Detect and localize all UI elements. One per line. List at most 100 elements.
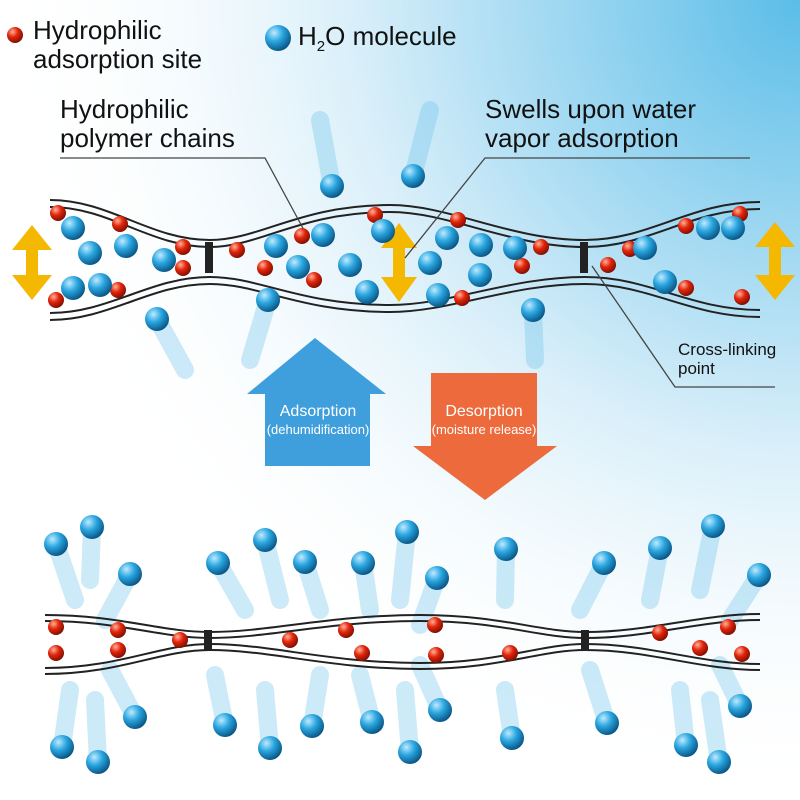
adsorption-site [50, 205, 66, 221]
adsorption-site [600, 257, 616, 273]
water-molecule [80, 515, 104, 539]
water-molecule [152, 248, 176, 272]
water-molecule [86, 750, 110, 774]
adsorption-site [678, 218, 694, 234]
water-molecule [653, 270, 677, 294]
double-arrow-icon [755, 222, 795, 300]
water-molecule [123, 705, 147, 729]
water-molecule [351, 551, 375, 575]
water-molecule [701, 514, 725, 538]
water-molecule [425, 566, 449, 590]
water-molecule [371, 219, 395, 243]
molecules-layer [44, 164, 771, 774]
water-molecule [213, 713, 237, 737]
water-molecule [500, 726, 524, 750]
water-molecule [428, 698, 452, 722]
adsorption-site [427, 617, 443, 633]
water-molecule [44, 532, 68, 556]
water-molecule [728, 694, 752, 718]
water-molecule [61, 216, 85, 240]
water-molecule [88, 273, 112, 297]
water-molecule [256, 288, 280, 312]
water-molecule [258, 736, 282, 760]
legend-site-label: Hydrophilic adsorption site [33, 15, 203, 75]
water-molecule [696, 216, 720, 240]
water-molecule [286, 255, 310, 279]
water-molecule [747, 563, 771, 587]
down-arrow-icon [413, 373, 557, 500]
water-molecule [418, 251, 442, 275]
crosslink-point-4 [581, 630, 589, 650]
water-molecule [50, 735, 74, 759]
red-sphere-icon [7, 27, 23, 43]
blue-sphere-icon [265, 25, 291, 51]
water-molecule [338, 253, 362, 277]
adsorption-site [720, 619, 736, 635]
double-arrow-icon [381, 223, 417, 302]
water-molecule [707, 750, 731, 774]
adsorption-site [175, 239, 191, 255]
water-molecule [721, 216, 745, 240]
water-molecule [114, 234, 138, 258]
adsorption-site [294, 228, 310, 244]
adsorption-site [692, 640, 708, 656]
water-molecule [592, 551, 616, 575]
adsorption-site [652, 625, 668, 641]
polymer-chains-callout: Hydrophilic polymer chains [60, 94, 235, 154]
adsorption-site [175, 260, 191, 276]
water-molecule [206, 551, 230, 575]
adsorption-site [354, 645, 370, 661]
water-molecule [395, 520, 419, 544]
adsorption-label: Adsorption (dehumidification) [266, 403, 370, 437]
legend-water-label: H2O molecule [298, 21, 457, 56]
desorption-label: Desorption (moisture release) [431, 403, 537, 437]
water-molecule [118, 562, 142, 586]
adsorption-site [678, 280, 694, 296]
adsorption-site [48, 619, 64, 635]
adsorption-site [306, 272, 322, 288]
adsorption-site [48, 645, 64, 661]
water-molecule [78, 241, 102, 265]
water-molecule [61, 276, 85, 300]
water-molecule [145, 307, 169, 331]
water-molecule [468, 263, 492, 287]
water-molecule [503, 236, 527, 260]
water-molecule [355, 280, 379, 304]
water-molecule [360, 710, 384, 734]
up-arrow-icon [247, 338, 386, 466]
adsorption-site [172, 632, 188, 648]
adsorption-site [110, 282, 126, 298]
water-molecule [293, 550, 317, 574]
double-arrow-icon [12, 225, 52, 300]
water-molecule [674, 733, 698, 757]
crosslink-point-1 [205, 242, 213, 273]
crosslink-callout: Cross-linking point [678, 340, 777, 379]
water-molecule [300, 714, 324, 738]
water-molecule [398, 740, 422, 764]
water-molecule [435, 226, 459, 250]
adsorption-site [533, 239, 549, 255]
adsorption-site [514, 258, 530, 274]
adsorption-site [229, 242, 245, 258]
water-molecule [521, 298, 545, 322]
water-molecule [426, 283, 450, 307]
water-molecule [311, 223, 335, 247]
adsorption-site [734, 289, 750, 305]
adsorption-site [502, 645, 518, 661]
crosslink-point-2 [580, 242, 588, 273]
crosslink-point-3 [204, 630, 212, 650]
water-molecule [320, 174, 344, 198]
adsorption-site [428, 647, 444, 663]
swell-callout: Swells upon water vapor adsorption [485, 94, 696, 154]
water-molecule [264, 234, 288, 258]
water-molecule [595, 711, 619, 735]
adsorption-site [110, 642, 126, 658]
water-molecule [469, 233, 493, 257]
adsorption-site [367, 207, 383, 223]
adsorption-site [110, 622, 126, 638]
adsorption-site [257, 260, 273, 276]
dry-polymer-network [44, 613, 761, 675]
